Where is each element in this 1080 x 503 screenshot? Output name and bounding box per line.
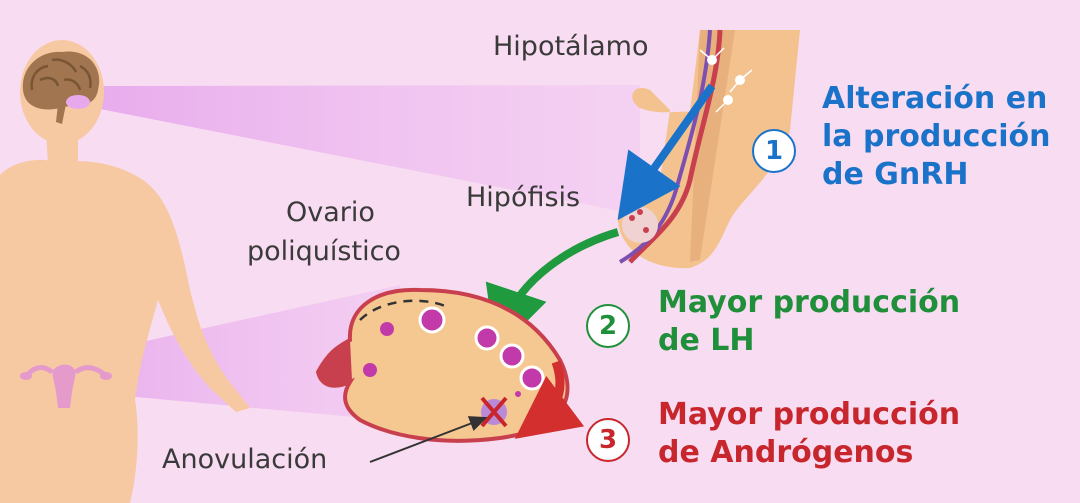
step-1-line1: Alteración en (822, 81, 1048, 116)
follicle (380, 322, 394, 336)
follicle (418, 306, 446, 334)
ovary-label-line1: Ovario (286, 197, 375, 228)
gnrh-arrow (617, 83, 716, 221)
pituitary-label: Hipófisis (466, 182, 581, 213)
brain-projection-beam (95, 85, 640, 215)
step-number-badge: 1 (752, 129, 796, 173)
step-1-gnrh: 1 Alteración en la producción de GnRH (752, 80, 1051, 194)
step-3-line1: Mayor producción (658, 397, 961, 432)
anovulation-label: Anovulación (162, 444, 328, 475)
follicle (519, 365, 545, 391)
step-2-lh: 2 Mayor producción de LH (586, 284, 960, 360)
lh-arrow (485, 228, 620, 353)
androgen-arrow (514, 360, 585, 439)
anovulation-pointer (369, 416, 488, 463)
step-1-line3: de GnRH (822, 157, 969, 193)
ovary-label-line2: poliquístico (247, 236, 401, 267)
follicle (499, 343, 525, 369)
step-number-badge: 3 (586, 418, 630, 462)
follicle (474, 325, 500, 351)
polycystic-ovary (315, 287, 570, 443)
step-2-line2: de LH (658, 323, 755, 359)
follicle (363, 363, 377, 377)
step-3-line2: de Andrógenos (658, 435, 914, 471)
brain-icon (22, 51, 100, 124)
step-1-line2: la producción (822, 119, 1051, 155)
uterus-icon (20, 364, 112, 408)
step-2-line1: Mayor producción (658, 285, 961, 320)
step-number-badge: 2 (586, 304, 630, 348)
hypothalamus-label: Hipotálamo (493, 31, 649, 62)
step-3-androgens: 3 Mayor producción de Andrógenos (586, 396, 960, 472)
follicle (515, 391, 521, 397)
